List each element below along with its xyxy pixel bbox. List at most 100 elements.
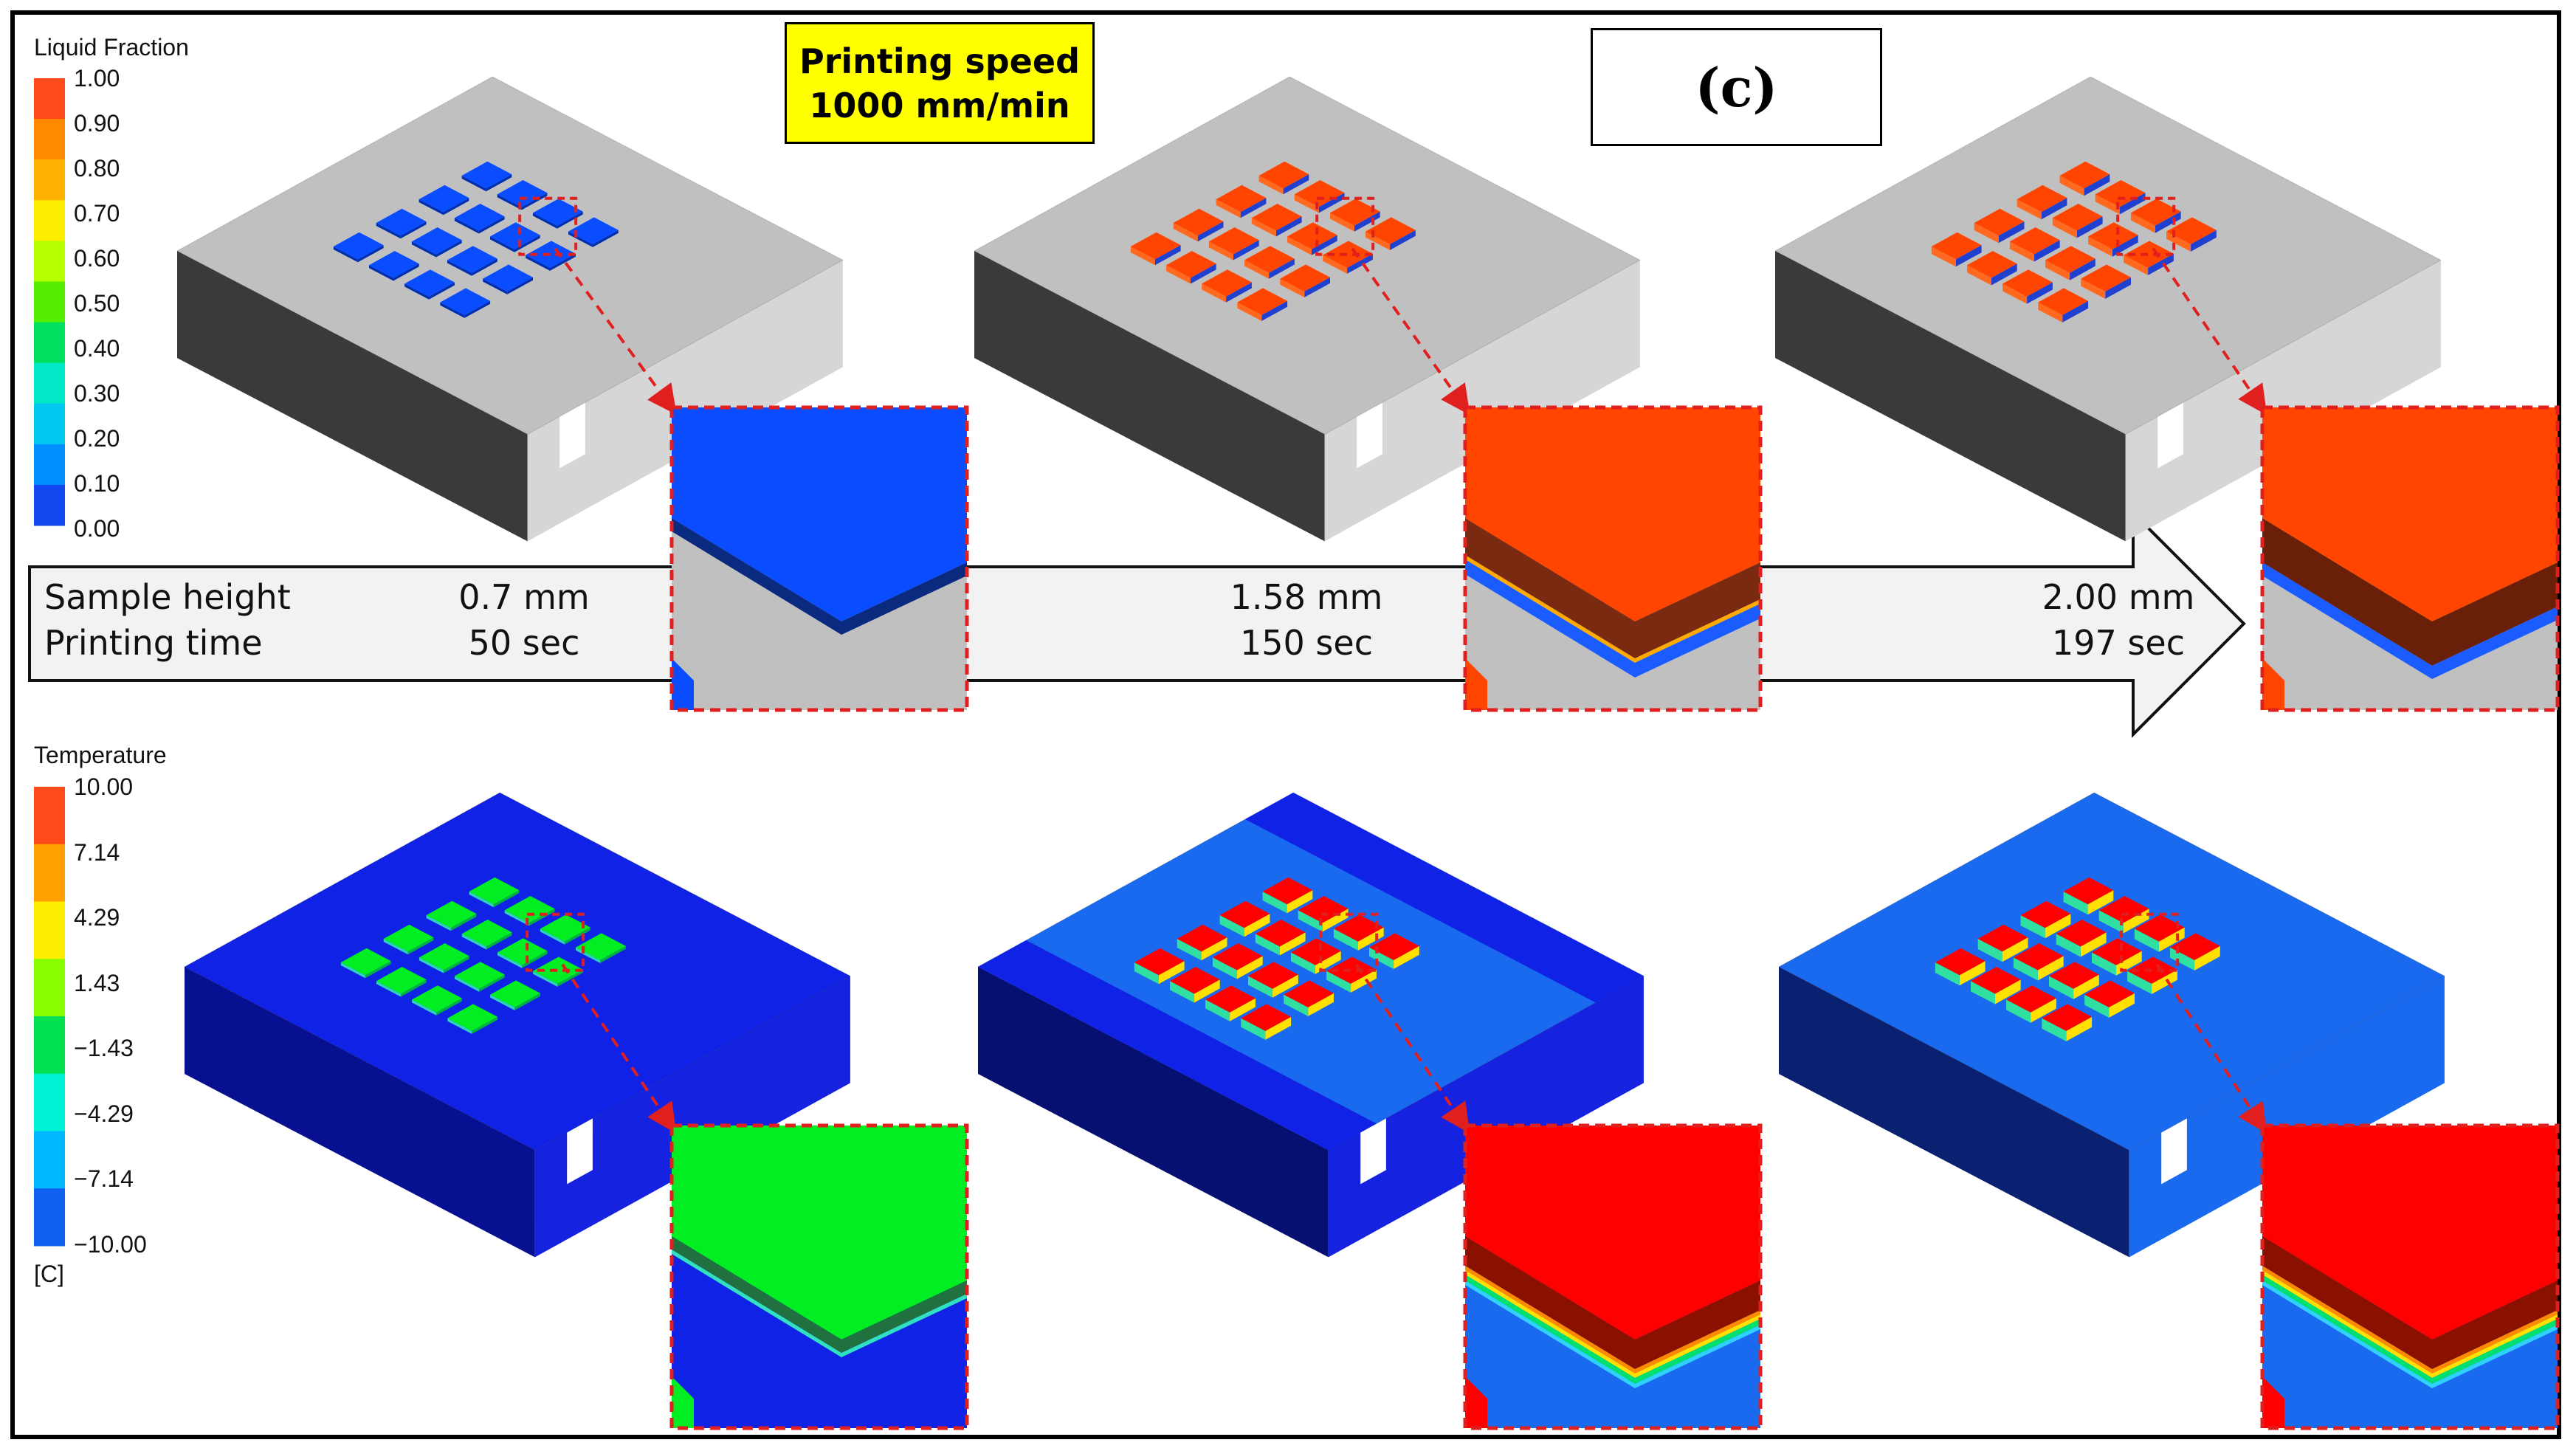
sample-edge <box>1244 260 1270 279</box>
zoom-inset-4 <box>1354 963 1763 1430</box>
sample-edge <box>376 981 401 997</box>
sample-top <box>1202 269 1252 297</box>
sample-edge <box>1244 914 1270 937</box>
sample-edge <box>2084 174 2110 196</box>
sample-edge <box>2088 236 2112 257</box>
sample-edge <box>2081 278 2106 299</box>
sample-edge <box>1134 962 1159 985</box>
sample-edge <box>593 230 619 247</box>
sample-top <box>2063 877 2114 905</box>
sample-edge <box>1312 235 1337 255</box>
sample-edge <box>2124 255 2149 275</box>
sample-top <box>1166 251 1216 278</box>
sample-top <box>1298 896 1349 923</box>
sample-top <box>497 180 548 207</box>
sample-edge <box>2031 998 2056 1023</box>
sample-edge <box>419 199 444 216</box>
sample-edge <box>1158 961 1185 985</box>
sample-edge <box>1191 263 1216 284</box>
stage-3-values: 2.00 mm 197 sec <box>2008 574 2229 666</box>
sample-edge <box>1998 221 2025 244</box>
sample-edge <box>1240 198 1267 218</box>
printing-speed-box: Printing speed 1000 mm/min <box>785 22 1095 144</box>
plate-side-face <box>1328 976 1644 1258</box>
sample-edge <box>478 216 505 234</box>
sample-edge <box>1216 199 1241 218</box>
sample-top <box>1967 251 2017 278</box>
sample-top <box>1369 933 1419 960</box>
sample-edge <box>1208 241 1233 261</box>
sample-top <box>2134 914 2185 942</box>
sample-edge <box>464 300 491 318</box>
zoom-arrow <box>2152 247 2267 416</box>
sample-top <box>1326 957 1377 984</box>
sample-top <box>2002 269 2053 297</box>
sample-edge <box>533 971 558 987</box>
sample-top <box>1931 232 1982 260</box>
sample-edge <box>407 937 434 955</box>
sample-edge <box>1154 245 1181 266</box>
zoom-sample-top <box>672 407 967 621</box>
plate-side-face <box>534 976 850 1258</box>
sample-edge <box>1351 969 1377 993</box>
temperature-tick-label: −7.14 <box>74 1165 134 1192</box>
sample-edge <box>2080 932 2107 957</box>
stage-2-time: 150 sec <box>1240 623 1373 663</box>
sample-edge <box>1333 928 1358 951</box>
sample-top <box>1333 914 1384 942</box>
zoom-layer <box>672 1236 967 1353</box>
sample-top <box>1216 185 1267 213</box>
sample-edge <box>2045 260 2070 280</box>
sample-top <box>1134 948 1185 976</box>
sample-edge <box>2009 241 2034 262</box>
sample-edge <box>412 999 437 1016</box>
zoom-layer <box>2262 562 2558 679</box>
temperature-tick-label: 1.43 <box>74 969 120 996</box>
sample-top <box>411 227 462 255</box>
liquid-fraction-swatch <box>34 119 65 160</box>
sample-edge <box>2119 193 2146 215</box>
temperature-swatch <box>34 959 65 1017</box>
sample-top <box>1280 264 1330 292</box>
zoom-border <box>2260 1123 2560 1430</box>
sample-edge <box>472 258 497 276</box>
sample-top <box>404 269 455 297</box>
liquid-fraction-tick-label: 0.00 <box>74 515 120 542</box>
sample-edge <box>528 909 555 926</box>
sample-top <box>376 967 427 994</box>
plate-front-face <box>974 251 1325 542</box>
sample-top <box>1291 938 1341 965</box>
sample-top <box>1284 980 1334 1007</box>
sample-top <box>1294 180 1345 207</box>
sample-edge <box>450 914 477 931</box>
plate-front-face <box>1775 251 2126 542</box>
temperature-swatch <box>34 787 65 845</box>
liquid-fraction-swatch <box>34 362 65 404</box>
sample-top <box>1130 232 1181 260</box>
sample-top <box>1177 924 1227 952</box>
sample-edge <box>2033 240 2060 262</box>
sample-edge <box>1219 915 1244 937</box>
plate-front-face <box>1779 967 2129 1258</box>
sample-top <box>376 208 427 236</box>
plate-notch <box>559 402 585 469</box>
temperature-tick-label: 10.00 <box>74 773 134 800</box>
zoom-marker <box>518 196 578 256</box>
sample-edge <box>2059 176 2084 196</box>
sample-edge <box>447 260 472 276</box>
sample-edge <box>1262 892 1287 914</box>
sample-top <box>1241 1004 1292 1031</box>
liquid-fraction-tick-label: 0.10 <box>74 470 120 497</box>
sample-top <box>1329 199 1380 226</box>
sample-edge <box>1275 216 1302 237</box>
liquid-fraction-tick-label: 0.80 <box>74 155 120 182</box>
sample-edge <box>393 263 419 281</box>
sample-edge <box>2073 974 2099 999</box>
sample-edge <box>2098 910 2124 934</box>
sample-edge <box>2109 993 2135 1018</box>
sample-edge <box>1287 236 1312 255</box>
sample-edge <box>1322 909 1349 932</box>
sample-edge <box>1308 993 1334 1016</box>
row-labels: Sample height Printing time <box>44 574 291 666</box>
sample-edge <box>2084 994 2110 1018</box>
